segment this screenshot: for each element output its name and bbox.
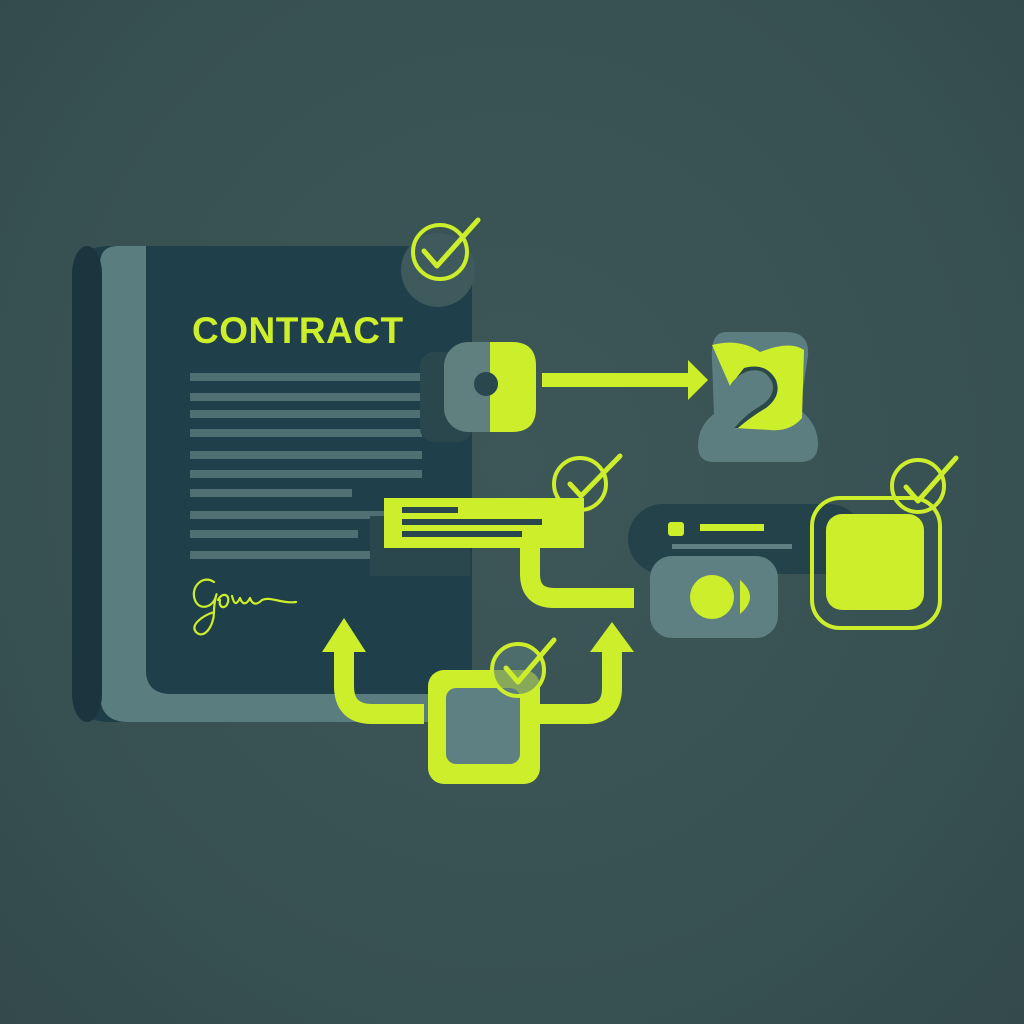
arrow-right-icon [542, 360, 708, 400]
check-badge-icon [890, 455, 959, 514]
signature-icon [192, 578, 298, 636]
square-node-icon [810, 496, 942, 630]
cycle-arrows-icon [322, 618, 634, 724]
check-badge-icon [552, 453, 623, 512]
video-node-icon [650, 556, 778, 638]
check-badge-icon [490, 637, 557, 698]
contract-text-lines [190, 373, 422, 559]
square-node-icon [428, 670, 540, 784]
check-badge-icon [401, 217, 481, 307]
contract-heading: CONTRACT [192, 310, 404, 351]
toggle-node-icon [420, 342, 536, 442]
puzzle-icon [698, 332, 818, 462]
text-block-icon [370, 498, 584, 576]
connector-line [520, 548, 634, 608]
